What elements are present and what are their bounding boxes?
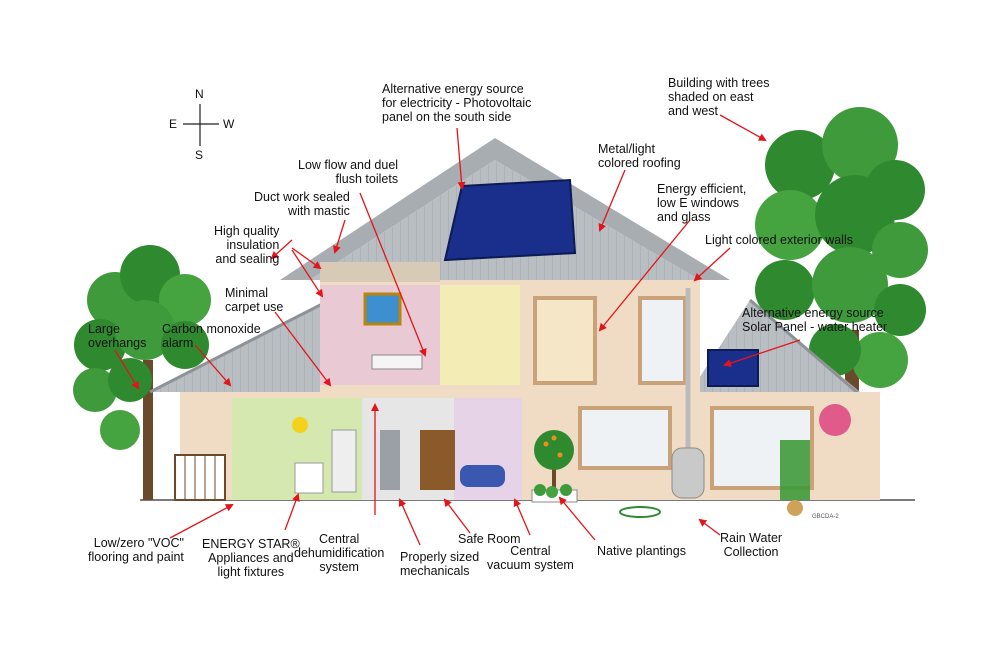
callout-arrows: [114, 114, 801, 546]
planter-pot: [787, 500, 803, 516]
window-upper-left: [533, 296, 597, 385]
window-upper-right: [638, 296, 687, 385]
image-code: GBCDA-2: [812, 514, 839, 520]
hvac-unit: [380, 430, 400, 490]
label-plantings: Native plantings: [597, 544, 686, 558]
photovoltaic-panel: [443, 178, 577, 262]
solar-water-panel: [707, 349, 759, 387]
garden-hose: [619, 506, 661, 518]
bookshelf: [420, 430, 455, 490]
label-safe-room: Safe Room: [458, 532, 521, 546]
bed: [371, 354, 423, 370]
left-tree: [73, 245, 211, 500]
window-lower: [578, 406, 672, 470]
sofa: [460, 465, 505, 487]
refrigerator: [331, 429, 357, 493]
hanging-flowers: [819, 404, 851, 436]
wall-painting: [363, 292, 402, 326]
compass-west: W: [223, 117, 235, 131]
label-exterior-walls: Light colored exterior walls: [705, 233, 853, 247]
rain-barrel: [671, 447, 705, 499]
stove: [294, 462, 324, 494]
compass-east: E: [169, 117, 178, 131]
compass-south: S: [195, 148, 204, 162]
label-voc: Low/zero "VOC"flooring and paint: [88, 536, 184, 564]
sun-clock: [292, 417, 308, 433]
compass-north: N: [195, 87, 204, 101]
potted-tree: [531, 430, 578, 503]
